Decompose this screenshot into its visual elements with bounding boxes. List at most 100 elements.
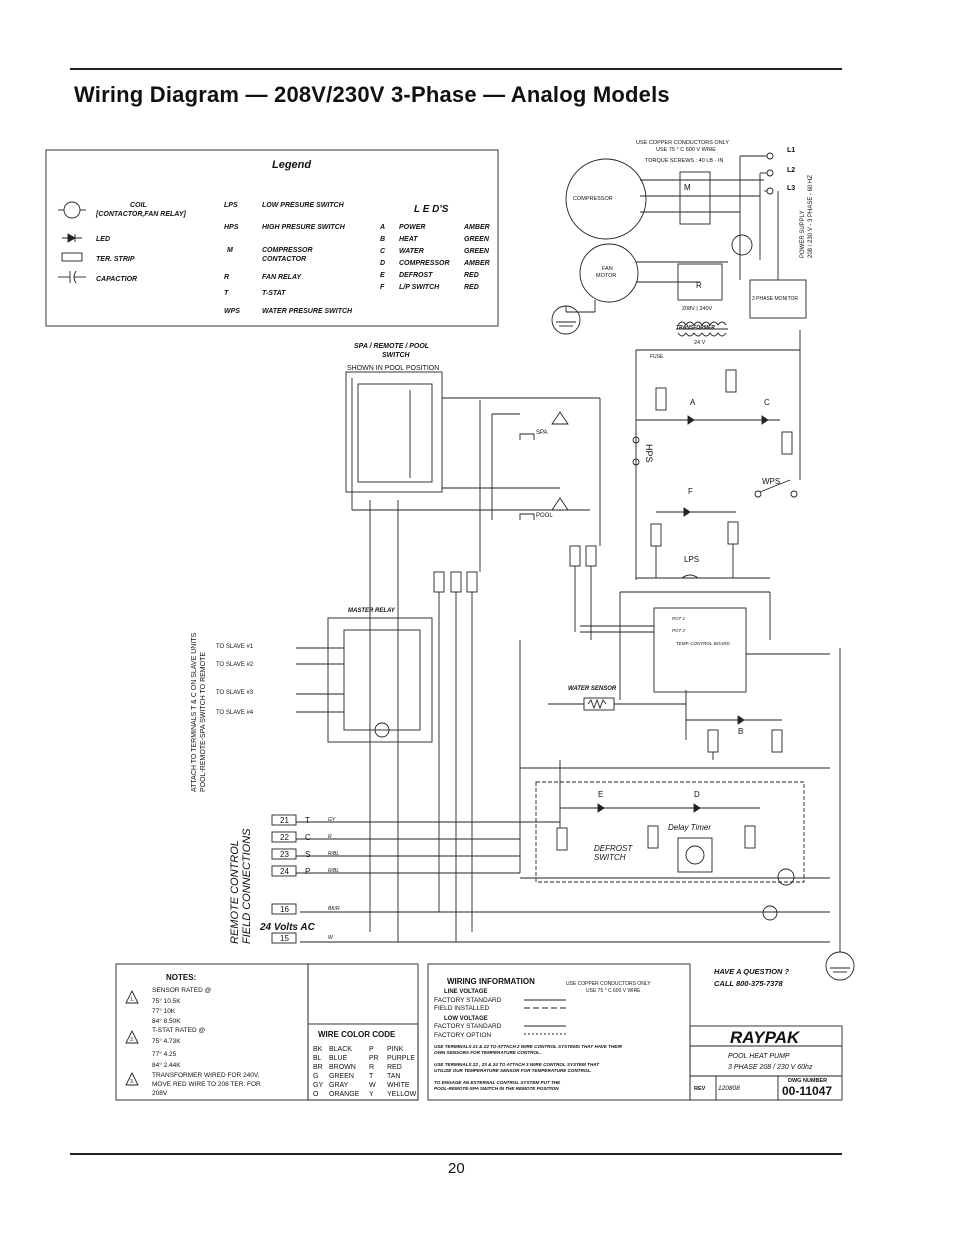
lv-item-1: FACTORY STANDARD xyxy=(434,997,502,1004)
terminal-wire-color: BK/R xyxy=(328,906,340,912)
fan-motor-symbol xyxy=(579,243,639,303)
terminal-wire-color: GY xyxy=(328,817,336,823)
wire-code-color: YELLOW xyxy=(387,1091,417,1098)
code-m: M xyxy=(227,247,233,254)
fuse-label: FUSE xyxy=(650,354,664,360)
led-c-label: C xyxy=(764,398,770,407)
code-t-desc: T-STAT xyxy=(262,290,286,297)
legend-led-label: LED xyxy=(96,236,110,243)
note-3: TRANSFORMER WIRED FOR 240V,MOVE RED WIRE… xyxy=(152,1072,261,1097)
wire-code-abbr: W xyxy=(369,1082,376,1089)
terminal-number: 16 xyxy=(280,905,289,914)
fan-relay xyxy=(677,263,723,301)
legend-heading: Legend xyxy=(272,159,311,171)
compressor-symbol xyxy=(565,158,647,240)
code-hps-desc: HIGH PRESURE SWITCH xyxy=(262,224,346,231)
svg-text:1.: 1. xyxy=(130,997,134,1003)
question: HAVE A QUESTION ? xyxy=(714,967,790,976)
slave-labels: TO SLAVE #1TO SLAVE #2TO SLAVE #3TO SLAV… xyxy=(216,644,254,716)
wire-code-abbr: G xyxy=(313,1073,318,1080)
code-lps-desc: LOW PRESURE SWITCH xyxy=(262,202,345,209)
legend-terstrip-label: TER. STRIP xyxy=(96,256,135,263)
transformer-volts: 24 V xyxy=(694,340,706,346)
wire-code-color: PINK xyxy=(387,1046,404,1053)
relay-r-symbol xyxy=(762,905,778,921)
rev-value: 120808 xyxy=(718,1085,740,1092)
wire-code-color: GRAY xyxy=(329,1082,349,1089)
wire-code-abbr: T xyxy=(369,1073,374,1080)
terminal-letter: C xyxy=(305,833,311,842)
slave-label: TO SLAVE #2 xyxy=(216,662,254,668)
wire-code-color: BLACK xyxy=(329,1046,352,1053)
brand-logo: RAYPAK xyxy=(730,1028,801,1047)
product-name: POOL HEAT PUMP xyxy=(728,1053,790,1060)
note-1: SENSOR RATED @ xyxy=(152,987,212,994)
terminal-strip-icon xyxy=(61,252,83,262)
line-voltage: LINE VOLTAGE xyxy=(444,989,487,995)
compressor-contactor xyxy=(679,171,711,225)
pool-label: POOL xyxy=(536,513,553,519)
terminal-number: 22 xyxy=(280,833,289,842)
transformer-label: TRANSFORMER xyxy=(676,325,715,331)
led-color: AMBER xyxy=(463,260,490,267)
wire-color-box xyxy=(307,1023,419,1101)
hps-label: HPS xyxy=(644,444,654,463)
led-a-label: A xyxy=(690,398,696,407)
led-color: GREEN xyxy=(464,248,490,255)
field-label-2: FIELD CONNECTIONS xyxy=(241,828,253,944)
line-l1: L1 xyxy=(787,147,795,154)
terminal-wire-color: W xyxy=(328,935,334,941)
wire-code-abbr: BR xyxy=(313,1064,323,1071)
temp-control-board xyxy=(653,607,747,693)
svg-text:2.: 2. xyxy=(130,1037,134,1043)
wire-code-abbr: O xyxy=(313,1091,319,1098)
code-wps: WPS xyxy=(224,308,240,315)
wire-code-abbr: Y xyxy=(369,1091,374,1098)
terminal-number: 15 xyxy=(280,934,289,943)
terminal-wire-color: R/BL xyxy=(328,868,339,874)
note-2-v3: 84° 2.44K xyxy=(152,1061,181,1069)
note-1-v3: 84° 8.50K xyxy=(152,1017,181,1025)
fan-relay-r-label: R xyxy=(696,281,702,290)
led-letter: C xyxy=(380,248,386,255)
switch-box xyxy=(345,371,443,493)
code-r-desc: FAN RELAY xyxy=(262,274,302,281)
led-letter: B xyxy=(380,236,385,243)
terminal-box xyxy=(271,848,297,860)
led-b-label: B xyxy=(738,727,743,736)
wire-code-color: RED xyxy=(387,1064,402,1071)
notes-box xyxy=(115,963,309,1101)
master-relay-label: MASTER RELAY xyxy=(348,608,396,614)
water-sensor-label: WATER SENSOR xyxy=(568,686,617,692)
rev-label: REV xyxy=(694,1086,706,1092)
legend-coil-label: COIL[CONTACTOR,FAN RELAY] xyxy=(95,202,186,218)
terminal-box xyxy=(271,903,297,915)
line-l2: L2 xyxy=(787,167,795,174)
motor-m-symbol xyxy=(777,868,795,886)
capacitor-icon xyxy=(58,270,86,284)
terminal-wire-color: R xyxy=(328,834,332,840)
wire-code-color: ORANGE xyxy=(329,1091,360,1098)
led-icon xyxy=(62,233,82,243)
phase-monitor-label: 3 PHASE MONITOR xyxy=(752,296,798,302)
wire-code-abbr: GY xyxy=(313,1082,323,1089)
remote-vertical-1: ATTACH TO TERMINALS T & C ON SLAVE UNITS xyxy=(191,632,198,792)
volts-label: 24 Volts AC xyxy=(259,922,316,933)
title-block xyxy=(689,1025,843,1101)
code-lps: LPS xyxy=(224,202,238,209)
board-name: TEMP. CONTROL BOARD xyxy=(676,641,730,646)
wire-code-color: GREEN xyxy=(329,1073,354,1080)
lps-label: LPS xyxy=(684,555,699,564)
wire-code-color: BROWN xyxy=(329,1064,356,1071)
led-color: GREEN xyxy=(464,236,490,243)
terminal-number: 21 xyxy=(280,816,289,825)
page-title: Wiring Diagram — 208V/230V 3-Phase — Ana… xyxy=(74,82,670,107)
transformer-taps: 208V | 240V xyxy=(682,306,713,312)
delay-timer-label: Delay Timer xyxy=(668,823,711,832)
power-supply-2: 208 / 230 V - 3 PHASE - 60 HZ xyxy=(808,175,814,258)
terminal-wire-color: R/BL xyxy=(328,851,339,857)
wire-code-color: TAN xyxy=(387,1073,400,1080)
wire-code-abbr: BK xyxy=(313,1046,323,1053)
